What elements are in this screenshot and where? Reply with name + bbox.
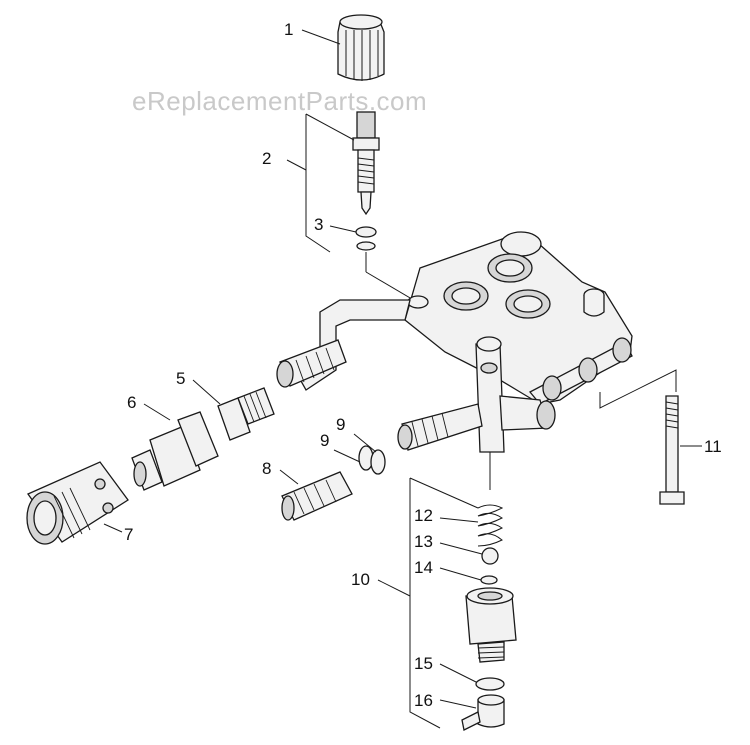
bracket-10-top	[409, 477, 479, 509]
part-14-oring	[480, 575, 498, 585]
callout-10: 10	[351, 570, 370, 589]
callout-7: 7	[124, 525, 133, 544]
leader-10	[377, 579, 411, 597]
leader-14	[439, 567, 482, 581]
watermark-text: eReplacementParts.com	[132, 86, 427, 116]
part-2-stem	[352, 111, 380, 216]
callout-3: 3	[314, 215, 323, 234]
leader-16	[439, 699, 477, 709]
callout-12: 12	[414, 506, 433, 525]
part-15-oring	[475, 677, 505, 691]
callout-6: 6	[127, 393, 136, 412]
callout-13: 13	[414, 532, 433, 551]
leader-9b	[353, 433, 377, 453]
callout-1: 1	[284, 20, 293, 39]
leader-1	[301, 29, 341, 45]
part-15-plug	[465, 587, 517, 663]
leader-12	[439, 517, 479, 523]
part-6-quick-connect	[131, 411, 219, 491]
part-9-oring-b	[370, 449, 386, 475]
part-8-valve	[281, 471, 353, 521]
callout-16: 16	[414, 691, 433, 710]
callout-2: 2	[262, 149, 271, 168]
manifold	[276, 231, 633, 490]
callout-15: 15	[414, 654, 433, 673]
callout-8: 8	[262, 459, 271, 478]
leader-5	[192, 379, 221, 405]
leader-15	[439, 663, 477, 683]
part-16-cap	[461, 694, 505, 731]
leader-6	[143, 403, 171, 421]
part-1-knob	[337, 14, 385, 81]
callout-5: 5	[176, 369, 185, 388]
leader-8	[279, 469, 299, 485]
part-3-oring	[356, 241, 376, 251]
leader-13	[439, 542, 483, 555]
part-13-ball	[481, 547, 499, 565]
leader-3	[329, 225, 357, 233]
part-5-fitting	[217, 387, 275, 441]
part-3-ring	[355, 226, 377, 238]
leader-2-top	[305, 113, 355, 141]
bracket-10	[409, 478, 441, 729]
leader-7	[103, 523, 123, 533]
callout-9a: 9	[320, 431, 329, 450]
callout-14: 14	[414, 558, 433, 577]
part-7-coupling	[26, 461, 129, 545]
part-12-spring	[477, 504, 504, 547]
part-11-bolt	[659, 395, 685, 505]
leader-9a	[333, 449, 361, 463]
leader-2	[286, 159, 307, 171]
bracket-2	[305, 114, 331, 253]
callout-9b: 9	[336, 415, 345, 434]
bracket-11	[599, 369, 677, 409]
callout-11: 11	[704, 437, 722, 456]
